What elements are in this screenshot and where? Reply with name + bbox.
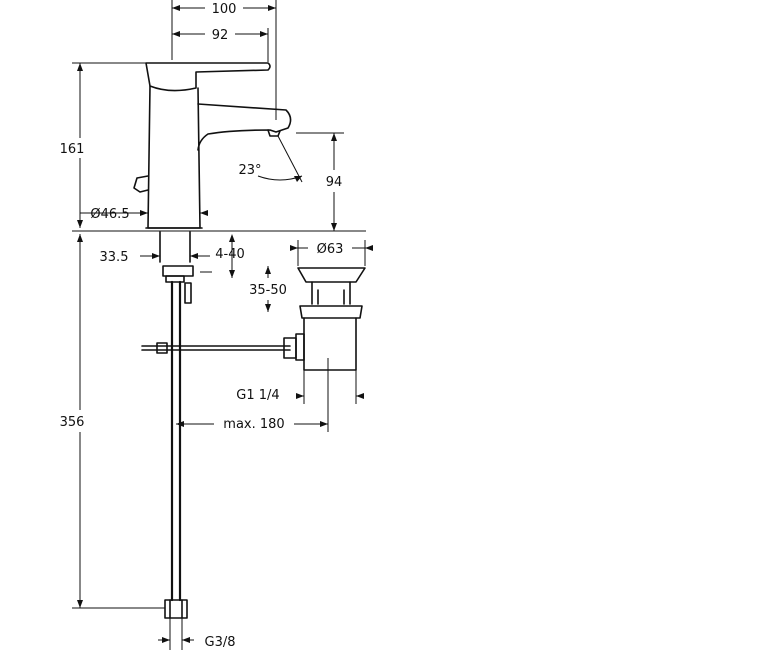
pull-rod bbox=[141, 337, 297, 359]
faucet-shank bbox=[159, 231, 191, 263]
dimension-lines bbox=[72, 0, 373, 650]
dim-rod-length: max. 180 bbox=[223, 417, 284, 432]
flex-hose bbox=[164, 280, 188, 619]
dim-hose-length: 356 bbox=[60, 415, 85, 430]
rod-end bbox=[283, 337, 297, 359]
dim-width-spout: 92 bbox=[212, 28, 229, 43]
faucet-column bbox=[147, 85, 201, 229]
waste-tee bbox=[295, 333, 305, 361]
mounting-nut bbox=[162, 265, 194, 277]
dim-diameter-base: Ø46.5 bbox=[90, 207, 129, 222]
popup-waste bbox=[295, 267, 366, 371]
dim-hose-thread: G3/8 bbox=[205, 635, 236, 650]
faucet-aerator bbox=[267, 129, 281, 137]
faucet-body bbox=[133, 62, 292, 304]
waste-stopper bbox=[311, 281, 351, 305]
faucet-spout bbox=[197, 103, 292, 151]
hose-nut bbox=[164, 599, 188, 619]
dim-angle: 23° bbox=[238, 163, 261, 178]
waste-nut bbox=[299, 305, 363, 319]
dim-waste-thread: G1 1/4 bbox=[236, 388, 279, 403]
rod-clamp bbox=[156, 342, 168, 354]
dim-countertop-thickness: 4-40 bbox=[215, 247, 245, 262]
dimension-labels: 100 92 161 94 23° Ø46.5 33.5 4-40 Ø63 35… bbox=[60, 2, 344, 650]
dim-height-top: 161 bbox=[60, 142, 85, 157]
mounting-washer bbox=[165, 275, 185, 283]
dim-waste-diameter: Ø63 bbox=[317, 242, 344, 257]
dim-base-offset: 33.5 bbox=[100, 250, 129, 265]
dim-height-spout: 94 bbox=[326, 175, 343, 190]
waste-body bbox=[303, 317, 357, 371]
dim-basin-thickness: 35-50 bbox=[249, 283, 287, 298]
popup-knob bbox=[133, 175, 149, 193]
waste-flange bbox=[297, 267, 366, 283]
rod-connector bbox=[184, 282, 192, 304]
dim-width-overall: 100 bbox=[212, 2, 237, 17]
faucet-lever bbox=[145, 62, 271, 92]
